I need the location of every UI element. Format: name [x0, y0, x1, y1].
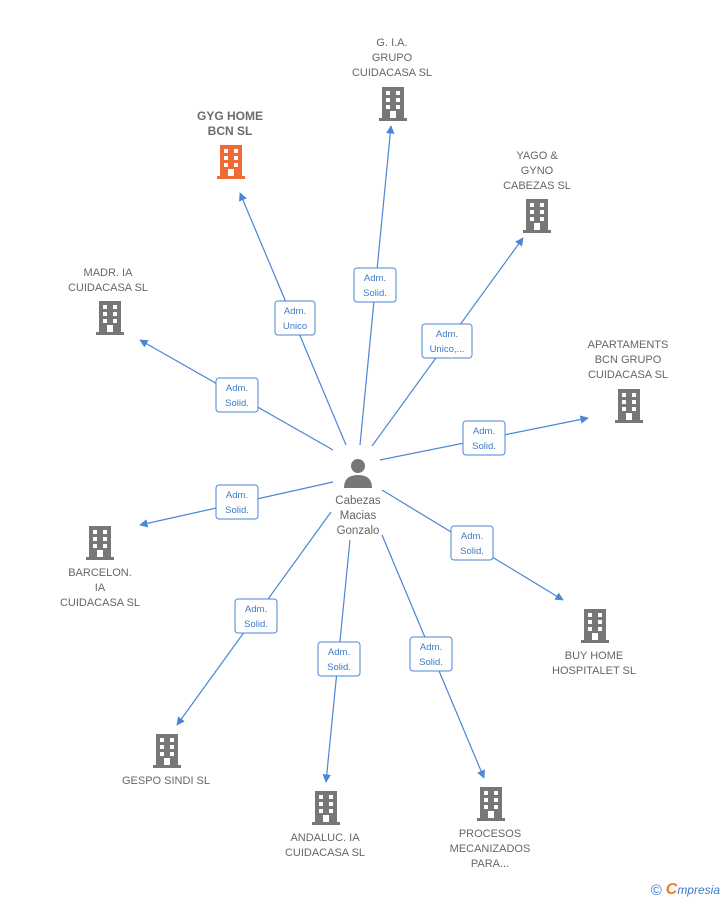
company-name-line: IA: [95, 582, 106, 594]
edge-label-andaluc[interactable]: Adm. Solid.: [317, 641, 361, 677]
edge-label-line: Adm.: [364, 273, 386, 284]
company-name-line: CUIDACASA SL: [352, 67, 432, 79]
building-icon: [217, 145, 245, 179]
brand-name: mpresia: [677, 883, 720, 897]
company-node-buy-home[interactable]: BUY HOME HOSPITALET SL: [552, 609, 636, 677]
edge-label-apartaments[interactable]: Adm. Solid.: [462, 420, 506, 456]
edge-label-line: Solid.: [225, 398, 249, 409]
edge-label-line: Solid.: [327, 662, 351, 673]
company-name-line: YAGO &: [516, 150, 558, 162]
company-name-line: ANDALUC. IA: [290, 832, 360, 844]
company-name-line: CUIDACASA SL: [68, 282, 148, 294]
edge-label-line: Adm.: [461, 531, 483, 542]
edge-label-buy-home[interactable]: Adm. Solid.: [450, 525, 494, 561]
company-name-line: BARCELON.: [68, 567, 132, 579]
company-name-line: CUIDACASA SL: [588, 369, 668, 381]
company-name-line: MECANIZADOS: [450, 843, 531, 855]
person-icon: [344, 459, 372, 488]
company-name-line: APARTAMENTS: [588, 339, 669, 351]
edge-label-line: Solid.: [472, 441, 496, 452]
company-node-yago-gyno[interactable]: YAGO & GYNO CABEZAS SL: [503, 150, 571, 233]
building-icon: [153, 734, 181, 768]
company-name-line: MADR. IA: [84, 267, 134, 279]
company-node-andaluc[interactable]: ANDALUC. IA CUIDACASA SL: [285, 791, 365, 859]
company-name-line: BCN SL: [208, 124, 253, 138]
building-icon: [615, 389, 643, 423]
edge-label-procesos[interactable]: Adm. Solid.: [409, 636, 453, 672]
building-icon: [96, 301, 124, 335]
building-icon: [477, 787, 505, 821]
company-name-line: CUIDACASA SL: [60, 597, 140, 609]
edge-label-gi-a-grupo[interactable]: Adm. Solid.: [353, 267, 397, 303]
company-name-line: GRUPO: [372, 52, 413, 64]
center-name-line-1: Cabezas: [335, 495, 381, 507]
edge-label-line: Adm.: [328, 647, 350, 658]
edge-label-line: Unico,...: [430, 344, 465, 355]
edges-layer: Adm.Solid.Adm.UnicoAdm.Unico,...Adm.Soli…: [139, 125, 589, 783]
company-name-line: CUIDACASA SL: [285, 847, 365, 859]
company-name-line: GESPO SINDI SL: [122, 775, 210, 787]
company-node-procesos[interactable]: PROCESOS MECANIZADOS PARA...: [450, 787, 531, 870]
edge-label-line: Adm.: [284, 306, 306, 317]
center-person[interactable]: Cabezas Macias Gonzalo: [335, 459, 381, 537]
edge-label-barcelonia[interactable]: Adm. Solid.: [215, 484, 259, 520]
copyright-icon: ©: [650, 881, 662, 899]
company-name-line: PARA...: [471, 858, 509, 870]
company-name-line: GYNO: [521, 165, 554, 177]
company-name-line: CABEZAS SL: [503, 180, 571, 192]
edge-label-gespo[interactable]: Adm. Solid.: [234, 598, 278, 634]
center-name-line-3: Gonzalo: [337, 525, 380, 537]
center-name-line-2: Macias: [340, 510, 377, 522]
building-icon: [379, 87, 407, 121]
edge-label-line: Solid.: [460, 546, 484, 557]
building-icon: [312, 791, 340, 825]
edge-label-line: Solid.: [225, 505, 249, 516]
company-name-line: BUY HOME: [565, 650, 623, 662]
edge-label-line: Adm.: [420, 642, 442, 653]
company-name-line: PROCESOS: [459, 828, 521, 840]
company-name-line: G. I.A.: [376, 37, 407, 49]
company-node-apartaments[interactable]: APARTAMENTS BCN GRUPO CUIDACASA SL: [588, 339, 669, 423]
company-name-line: BCN GRUPO: [595, 354, 662, 366]
edge-label-line: Adm.: [436, 329, 458, 340]
building-icon: [581, 609, 609, 643]
edge-label-line: Solid.: [363, 288, 387, 299]
edge-label-line: Adm.: [473, 426, 495, 437]
building-icon: [523, 199, 551, 233]
edge-label-madria[interactable]: Adm. Solid.: [215, 377, 259, 413]
edge-label-line: Adm.: [226, 383, 248, 394]
edge-label-line: Solid.: [244, 619, 268, 630]
brand-initial: C: [665, 881, 678, 898]
edge-label-line: Adm.: [226, 490, 248, 501]
edge-label-gyg-home[interactable]: Adm. Unico: [274, 300, 316, 336]
company-node-gespo[interactable]: GESPO SINDI SL: [122, 734, 210, 787]
edge-label-yago-gyno[interactable]: Adm. Unico,...: [421, 323, 473, 359]
company-name-line: HOSPITALET SL: [552, 665, 636, 677]
company-node-madria[interactable]: MADR. IA CUIDACASA SL: [68, 267, 148, 335]
company-node-barcelonia[interactable]: BARCELON. IA CUIDACASA SL: [60, 526, 140, 609]
building-icon: [86, 526, 114, 560]
company-name-line: GYG HOME: [197, 109, 263, 123]
edge-label-line: Adm.: [245, 604, 267, 615]
edge-label-line: Unico: [283, 321, 307, 332]
company-node-gi-a-grupo[interactable]: G. I.A. GRUPO CUIDACASA SL: [352, 37, 432, 121]
edge-label-line: Solid.: [419, 657, 443, 668]
